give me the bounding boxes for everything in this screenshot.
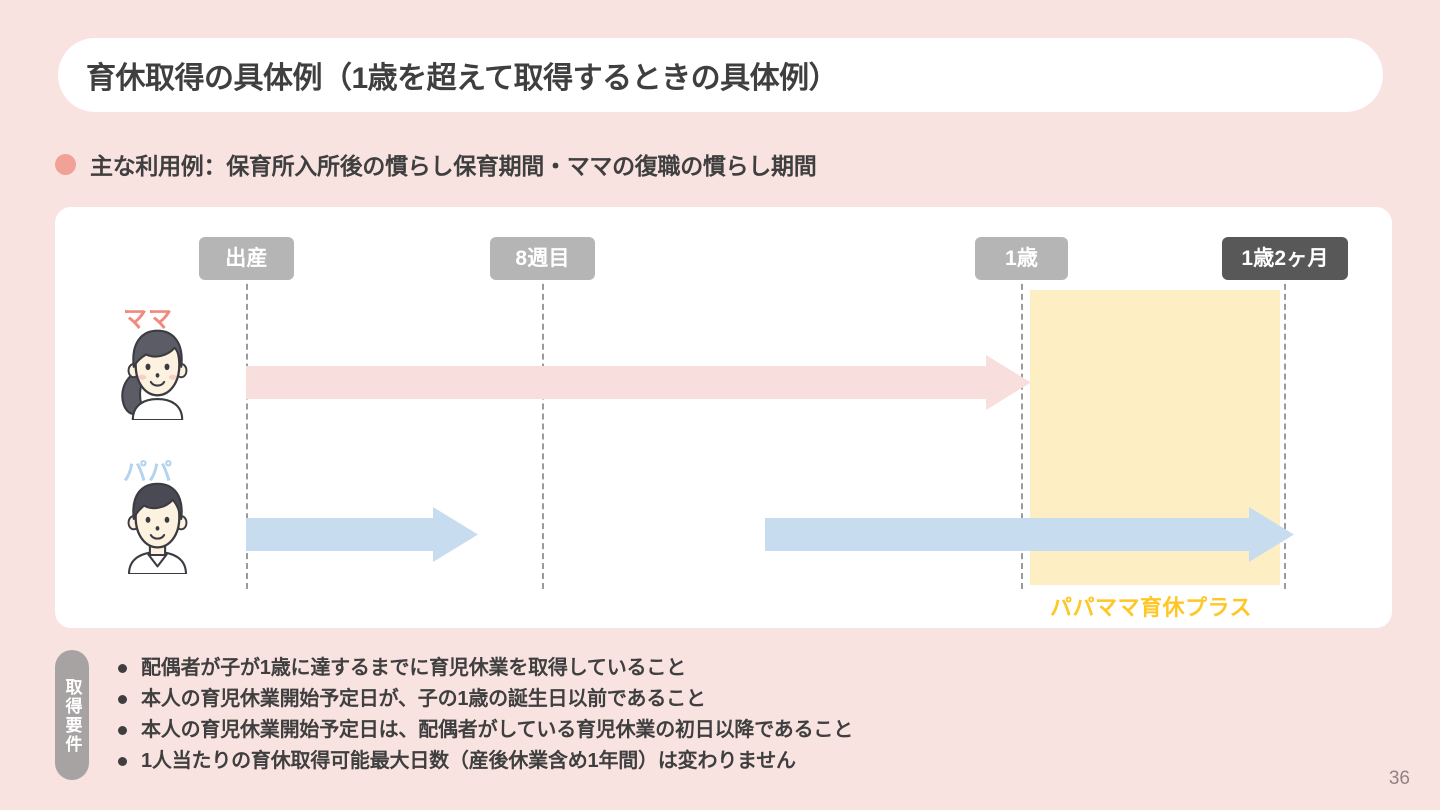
milestone-line-week8 — [542, 244, 544, 589]
page-number: 36 — [1388, 768, 1410, 789]
milestone-chip-birth: 出産 — [199, 237, 294, 280]
requirements-pill-label: 取得要件 — [55, 650, 89, 780]
milestone-chip-week8: 8週目 — [490, 237, 595, 280]
subtitle-text: 主な利用例：保育所入所後の慣らし保育期間・ママの復職の慣らし期間 — [90, 153, 817, 179]
mama-label: ママ — [123, 306, 173, 333]
requirement-text: 本人の育児休業開始予定日は、配偶者がしている育児休業の初日以降であること — [141, 719, 853, 741]
requirements-list: 配偶者が子が1歳に達するまでに育児休業を取得していること 本人の育児休業開始予定… — [118, 654, 1118, 778]
title-card: 育休取得の具体例（1歳を超えて取得するときの具体例） — [58, 38, 1383, 112]
timeline-panel: 出産 8週目 1歳 1歳2ヶ月 ママ — [55, 207, 1392, 628]
milestone-chip-age1: 1歳 — [975, 237, 1068, 280]
milestone-line-age1 — [1021, 244, 1023, 589]
papa-second-leave-arrow — [765, 507, 1294, 562]
milestone-line-age1m2 — [1284, 244, 1286, 589]
list-item: 本人の育児休業開始予定日が、子の1歳の誕生日以前であること — [118, 685, 1118, 716]
bullet-dot-icon — [118, 757, 127, 766]
list-item: 本人の育児休業開始予定日は、配偶者がしている育児休業の初日以降であること — [118, 716, 1118, 747]
requirement-text: 配偶者が子が1歳に達するまでに育児休業を取得していること — [141, 657, 686, 679]
bullet-dot-icon — [118, 726, 127, 735]
bullet-dot-icon — [118, 695, 127, 704]
mama-leave-arrow — [246, 355, 1031, 410]
bullet-dot-icon — [118, 664, 127, 673]
requirement-text: 1人当たりの育休取得可能最大日数（産後休業含め1年間）は変わりません — [141, 750, 796, 772]
page-title: 育休取得の具体例（1歳を超えて取得するときの具体例） — [86, 62, 839, 95]
papamama-plus-label: パパママ育休プラス — [1050, 595, 1253, 620]
list-item: 1人当たりの育休取得可能最大日数（産後休業含め1年間）は変わりません — [118, 747, 1118, 778]
father-avatar — [110, 479, 205, 576]
papa-first-leave-arrow — [246, 507, 478, 562]
list-item: 配偶者が子が1歳に達するまでに育児休業を取得していること — [118, 654, 1118, 685]
papa-label: パパ — [123, 459, 173, 486]
requirement-text: 本人の育児休業開始予定日が、子の1歳の誕生日以前であること — [141, 688, 706, 710]
subtitle-row: 主な利用例：保育所入所後の慣らし保育期間・ママの復職の慣らし期間 — [55, 147, 817, 181]
bullet-dot-icon — [55, 153, 76, 175]
milestone-line-birth — [246, 244, 248, 589]
mother-avatar — [110, 325, 205, 422]
milestone-chip-age1month2: 1歳2ヶ月 — [1222, 237, 1348, 280]
